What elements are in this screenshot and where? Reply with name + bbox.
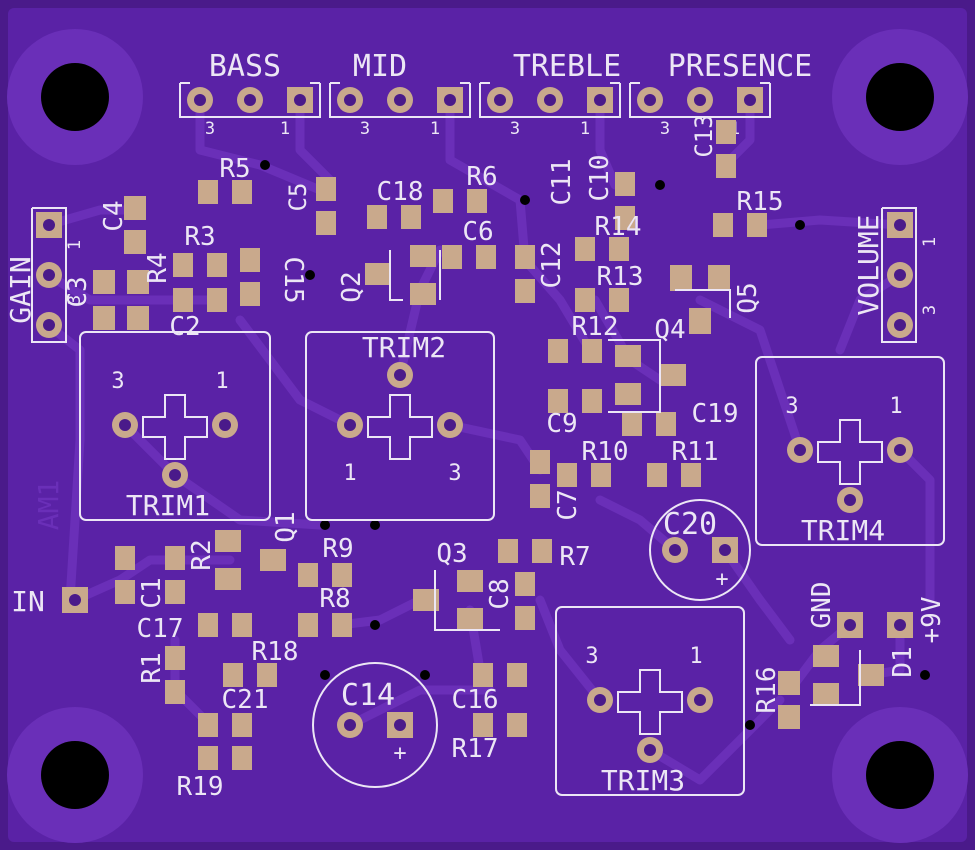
vias: [260, 160, 930, 730]
io-pads: IN GND +9V: [11, 582, 947, 644]
treble-pin1: 1: [580, 119, 590, 139]
trim2-label: TRIM2: [362, 331, 446, 364]
component-labels: R5 C5 C18 R6 C6 C11 C10 C12 R14 R13 R12 …: [32, 114, 918, 802]
c16-label: C16: [452, 685, 499, 715]
c8-label: C8: [485, 578, 515, 609]
c18-label: C18: [377, 177, 424, 207]
r16-label: R16: [752, 667, 782, 714]
r13-label: R13: [597, 262, 644, 292]
trim2-pin1: 1: [343, 461, 356, 486]
r6-label: R6: [466, 162, 497, 192]
trim1-pin3: 3: [111, 369, 124, 394]
c12-label: C12: [537, 242, 567, 289]
r18-label: R18: [252, 637, 299, 667]
c4-label: C4: [99, 200, 129, 231]
gain-pin1: 1: [65, 240, 85, 250]
gain-header: GAIN 1 3: [4, 207, 85, 343]
r9-label: R9: [322, 534, 353, 564]
bass-pin1: 1: [280, 119, 290, 139]
c11-label: C11: [547, 159, 577, 206]
trim2-pin3: 3: [448, 461, 461, 486]
volume-pin3: 3: [920, 305, 940, 315]
pot-header-labels: BASS MID TREBLE PRESENCE: [209, 49, 812, 84]
mid-pin3: 3: [360, 119, 370, 139]
trim3-pin1: 1: [689, 644, 702, 669]
pot-header-pads: [187, 87, 763, 113]
r11-label: R11: [672, 437, 719, 467]
c3-label: C3: [63, 276, 93, 307]
r17-label: R17: [452, 734, 499, 764]
r5-label: R5: [219, 154, 250, 184]
r14-label: R14: [595, 212, 642, 242]
gnd-label: GND: [807, 582, 837, 629]
trim3-label: TRIM3: [601, 764, 685, 797]
q4-label: Q4: [654, 315, 685, 345]
trim1-pin1: 1: [215, 369, 228, 394]
r19-label: R19: [177, 772, 224, 802]
treble-pin3: 3: [510, 119, 520, 139]
volume-label: VOLUME: [852, 214, 885, 315]
q1-label: Q1: [271, 511, 301, 542]
c7-label: C7: [553, 489, 583, 520]
c20-label: C20: [663, 507, 717, 542]
c19-label: C19: [692, 399, 739, 429]
r7-label: R7: [559, 542, 590, 572]
trimmer-trim4: 3 1 TRIM4: [755, 356, 945, 547]
mounting-holes: [7, 29, 968, 843]
trimmer-trim3: 3 1 TRIM3: [555, 606, 745, 797]
trim4-label: TRIM4: [801, 514, 885, 547]
r10-label: R10: [582, 437, 629, 467]
mid-label: MID: [353, 49, 407, 84]
c13-label: C13: [690, 114, 718, 157]
trimmer-trim2: TRIM2 1 3: [305, 331, 495, 521]
c14-plus: +: [393, 741, 406, 766]
v9-label: +9V: [917, 597, 947, 644]
cap-c20: C20 +: [649, 499, 751, 601]
bass-pin3: 3: [205, 119, 215, 139]
treble-label: TREBLE: [513, 49, 621, 84]
q3-label: Q3: [436, 539, 467, 569]
presence-pin3: 3: [660, 119, 670, 139]
gain-pin3: 3: [65, 295, 85, 305]
trimmer-trim1: 3 1 TRIM1: [79, 331, 271, 522]
c17-label: C17: [137, 614, 184, 644]
volume-header: VOLUME 1 3: [852, 207, 940, 343]
presence-label: PRESENCE: [668, 49, 813, 84]
am1-label: AM1: [32, 480, 65, 531]
c21-label: C21: [222, 685, 269, 715]
trim1-label: TRIM1: [126, 489, 210, 522]
c5-label: C5: [284, 183, 312, 212]
trim3-pin3: 3: [585, 644, 598, 669]
q2-label: Q2: [337, 271, 367, 302]
r1-label: R1: [137, 652, 167, 683]
c20-plus: +: [715, 567, 728, 592]
c10-label: C10: [585, 155, 615, 202]
r12-label: R12: [572, 312, 619, 342]
trim4-pin1: 1: [889, 394, 902, 419]
c1-label: C1: [137, 577, 167, 608]
c2-label: C2: [169, 312, 200, 342]
c14-label: C14: [341, 678, 395, 713]
c6-label: C6: [462, 217, 493, 247]
c15-label: C15: [278, 257, 308, 304]
gain-label: GAIN: [4, 256, 37, 323]
smd-pads: [93, 120, 884, 770]
r8-label: R8: [319, 584, 350, 614]
bass-label: BASS: [209, 49, 281, 84]
r4-label: R4: [143, 252, 173, 283]
r15-label: R15: [737, 187, 784, 217]
transistor-outlines: [389, 250, 861, 706]
volume-pin1: 1: [920, 237, 940, 247]
in-label: IN: [11, 585, 45, 618]
r2-label: R2: [187, 539, 217, 570]
trim4-pin3: 3: [785, 394, 798, 419]
cap-c14: C14 +: [312, 662, 438, 788]
mid-pin1: 1: [430, 119, 440, 139]
r3-label: R3: [184, 222, 215, 252]
d1-label: D1: [888, 646, 918, 677]
q5-label: Q5: [733, 282, 763, 313]
c9-label: C9: [546, 409, 577, 439]
pot-headers: [179, 82, 771, 118]
